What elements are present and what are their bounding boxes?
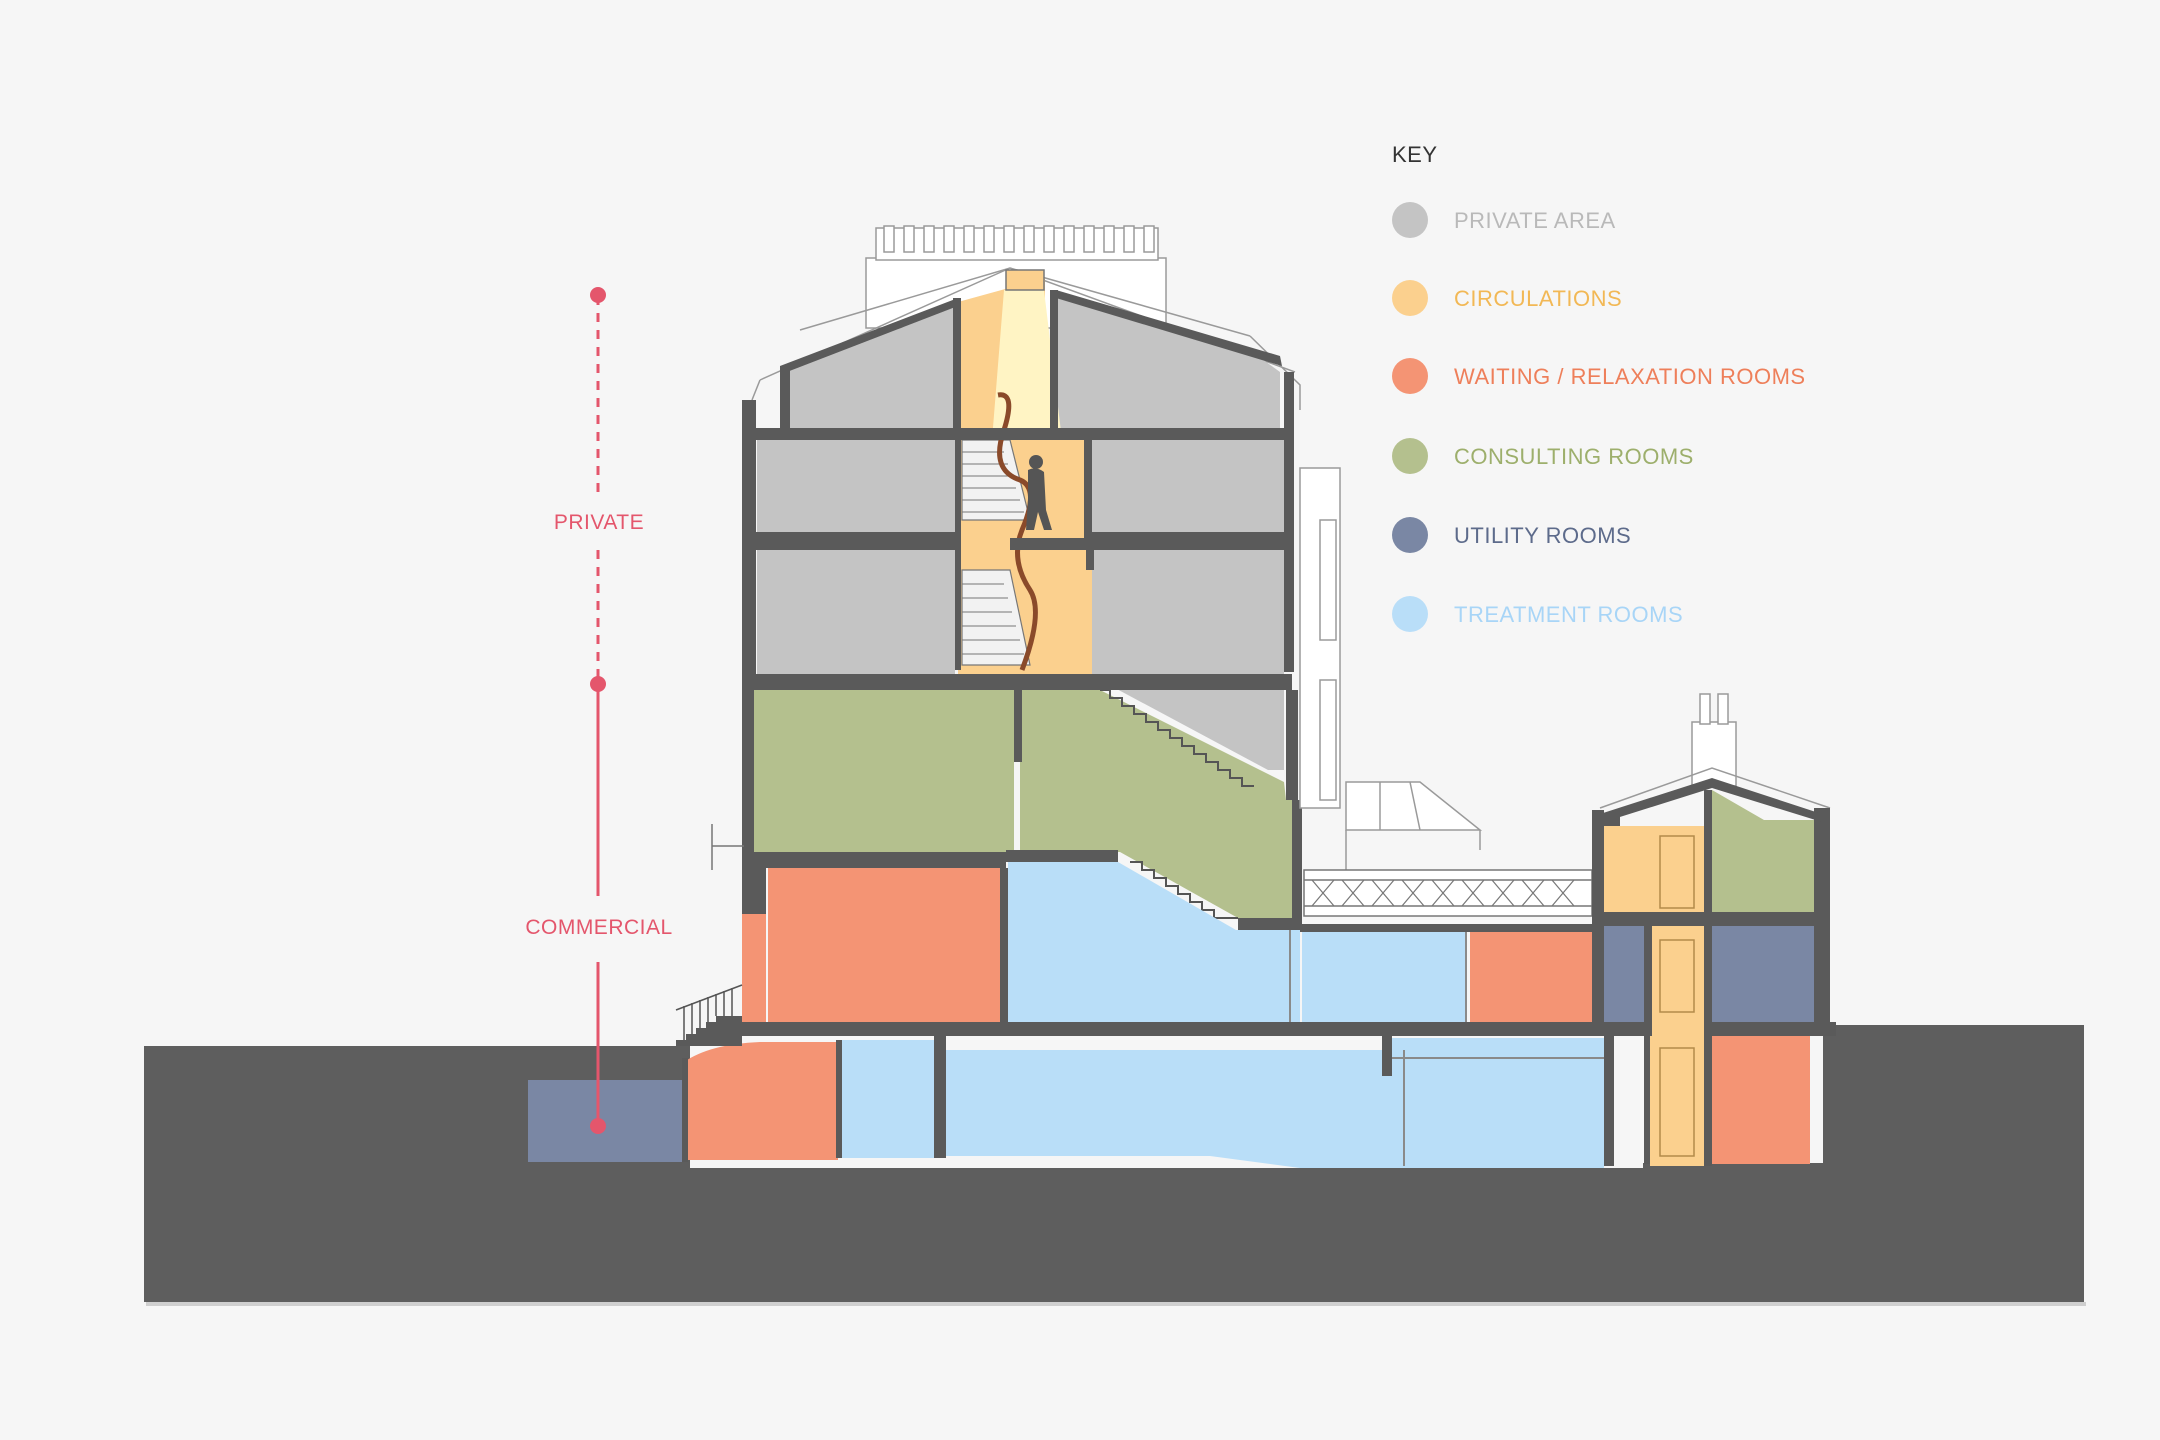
- zone-divider-marker: [590, 676, 606, 692]
- rear-utility-room-right: [1712, 926, 1814, 1022]
- rear-consulting-room: [1712, 790, 1814, 912]
- waiting-room-ground-left: [742, 914, 766, 1022]
- skylight: [1005, 269, 1045, 291]
- treatment-room-rear: [1302, 932, 1466, 1022]
- terrace-balustrade: [1303, 869, 1593, 917]
- consulting-room-left: [752, 690, 1014, 852]
- balustrade-crosses: [1311, 879, 1575, 907]
- waiting-room-ground: [768, 868, 1000, 1022]
- utility-room-basement: [528, 1080, 682, 1162]
- key-swatch: [1392, 280, 1428, 316]
- rear-lift-shaft: [1650, 826, 1704, 1166]
- basement-walls: [682, 1030, 1614, 1166]
- treatment-room-basement-left: [842, 1040, 934, 1158]
- commercial-zone-label: COMMERCIAL: [525, 916, 673, 939]
- structure-walls: [742, 290, 1836, 1036]
- stair-steps-first: [1100, 689, 1254, 919]
- ground-shadow: [146, 1302, 2086, 1306]
- private-top-marker: [590, 287, 606, 303]
- key-swatch: [1392, 517, 1428, 553]
- key-label: WAITING / RELAXATION ROOMS: [1454, 364, 1806, 389]
- key-swatch: [1392, 596, 1428, 632]
- thin-partitions: [1289, 930, 1467, 1022]
- key-label: UTILITY ROOMS: [1454, 523, 1632, 548]
- main-stair-diagonal: [1092, 676, 1284, 770]
- key-label: TREATMENT ROOMS: [1454, 602, 1684, 627]
- waiting-room-basement: [684, 1042, 838, 1160]
- rear-waiting-room: [1712, 1036, 1810, 1164]
- key-title: KEY: [1392, 142, 1438, 167]
- consulting-room-right: [1020, 690, 1298, 918]
- stair-treads: [962, 451, 1024, 655]
- treatment-room-ground: [1008, 862, 1300, 1022]
- third-floor-room-right: [1090, 440, 1290, 532]
- rear-utility-room-left: [1604, 926, 1644, 1022]
- attic-room-right: [1056, 296, 1280, 428]
- treatment-room-basement-main: [946, 1038, 1604, 1168]
- key-swatch: [1392, 202, 1428, 238]
- rear-extension-outline: [1299, 467, 1483, 870]
- zone-indicator: [590, 287, 606, 1134]
- second-floor-room-left: [757, 550, 955, 674]
- private-zone-label: PRIVATE: [553, 511, 645, 534]
- rear-building: [1592, 693, 1831, 1166]
- main-building: [528, 269, 1836, 1168]
- key-label: PRIVATE AREA: [1454, 208, 1616, 233]
- left-balcony: [711, 824, 744, 870]
- third-floor-room-left: [757, 440, 955, 532]
- commercial-bottom-marker: [590, 1118, 606, 1134]
- lift-frame: [1659, 835, 1695, 1157]
- rear-walls: [1592, 778, 1830, 1166]
- key-label: CIRCULATIONS: [1454, 286, 1623, 311]
- person-silhouette: [1026, 455, 1052, 530]
- key-label: CONSULTING ROOMS: [1454, 444, 1694, 469]
- key-swatch: [1392, 358, 1428, 394]
- entrance-railing: [675, 984, 743, 1040]
- basement-partitions: [1392, 1050, 1604, 1166]
- waiting-room-rear: [1470, 932, 1592, 1022]
- entrance-steps: [676, 1016, 742, 1046]
- attic-room-left: [787, 306, 958, 428]
- key-swatch: [1392, 438, 1428, 474]
